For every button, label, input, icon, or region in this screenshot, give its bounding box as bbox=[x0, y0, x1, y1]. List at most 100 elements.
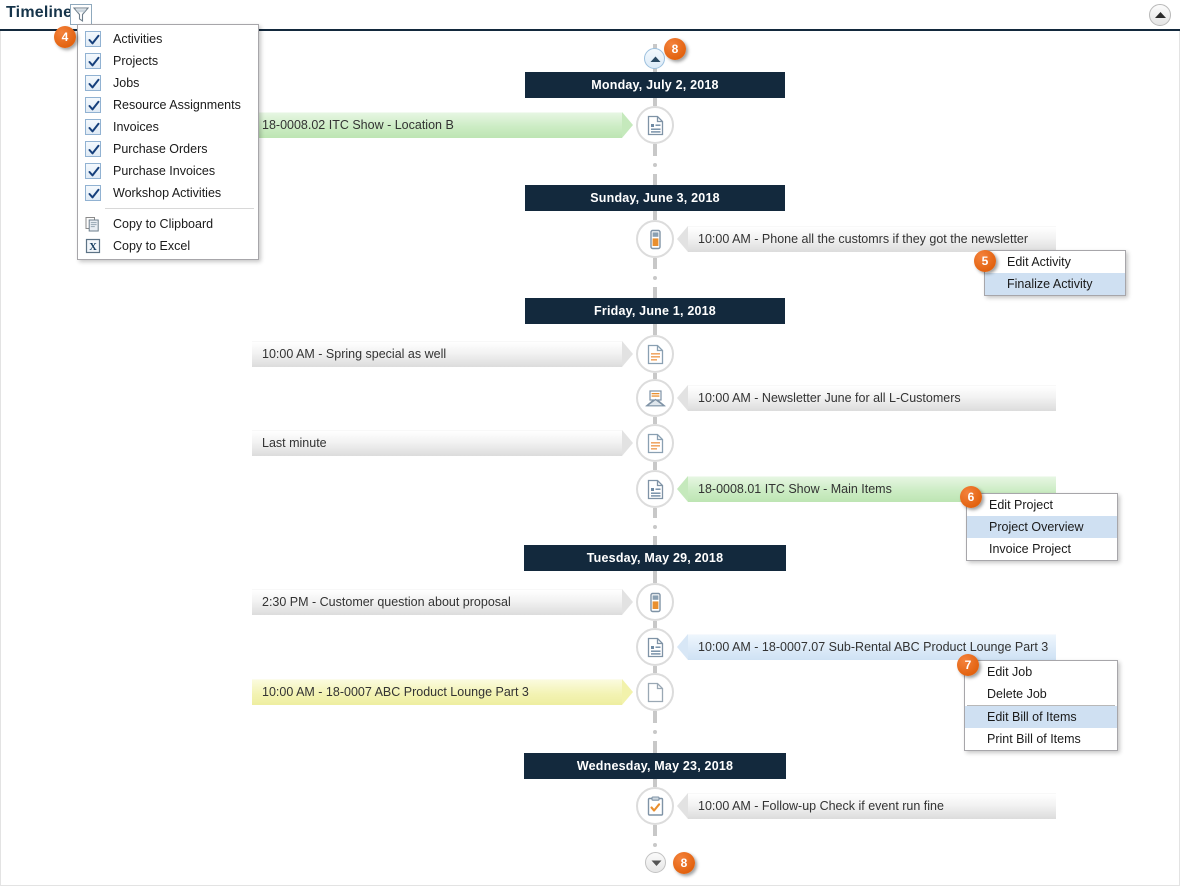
event-label: 10:00 AM - 18-0007.07 Sub-Rental ABC Pro… bbox=[698, 640, 1049, 654]
checkbox[interactable] bbox=[85, 97, 101, 113]
project-document-icon bbox=[646, 479, 665, 500]
timeline-event-bar[interactable]: 2:30 PM - Customer question about propos… bbox=[252, 589, 633, 615]
scroll-up-button[interactable] bbox=[644, 48, 665, 69]
bar-arrow-tip bbox=[622, 430, 633, 456]
menu-item-edit-bill-of-items[interactable]: Edit Bill of Items bbox=[965, 706, 1117, 728]
spine-segment bbox=[653, 373, 657, 379]
marker-badge-6: 6 bbox=[960, 486, 982, 508]
timeline-node[interactable] bbox=[636, 424, 674, 462]
marker-badge-7: 7 bbox=[957, 654, 979, 676]
spine-segment bbox=[653, 211, 657, 220]
bar-background bbox=[688, 476, 1056, 502]
timeline-node[interactable] bbox=[636, 106, 674, 144]
checkbox[interactable] bbox=[85, 141, 101, 157]
bar-arrow-tip bbox=[677, 226, 688, 252]
event-label: 10:00 AM - Newsletter June for all L-Cus… bbox=[698, 391, 961, 405]
bar-background bbox=[252, 679, 622, 705]
bar-background bbox=[252, 112, 622, 138]
filter-item-purchase-invoices[interactable]: Purchase Invoices bbox=[78, 160, 258, 182]
event-label: 2:30 PM - Customer question about propos… bbox=[262, 595, 511, 609]
copy-pages-icon bbox=[85, 216, 101, 232]
filter-item-projects[interactable]: Projects bbox=[78, 50, 258, 72]
page-title: Timeline bbox=[6, 4, 73, 21]
marker-badge-4: 4 bbox=[54, 26, 76, 48]
event-label: 18-0008.01 ITC Show - Main Items bbox=[698, 482, 892, 496]
checkbox[interactable] bbox=[85, 31, 101, 47]
phone-activity-icon bbox=[648, 229, 663, 250]
timeline-event-bar[interactable]: 10:00 AM - Phone all the customrs if the… bbox=[677, 226, 1056, 252]
timeline-node[interactable] bbox=[636, 379, 674, 417]
timeline-node[interactable] bbox=[636, 220, 674, 258]
bar-background bbox=[252, 430, 622, 456]
menu-item-finalize-activity[interactable]: Finalize Activity bbox=[985, 273, 1125, 295]
date-header: Monday, July 2, 2018 bbox=[525, 72, 785, 98]
filter-item-jobs[interactable]: Jobs bbox=[78, 72, 258, 94]
marker-badge-8-top: 8 bbox=[664, 38, 686, 60]
funnel-filter-icon[interactable] bbox=[70, 4, 92, 25]
menu-item-print-bill-of-items[interactable]: Print Bill of Items bbox=[987, 732, 1081, 746]
menu-item-edit-job[interactable]: Edit Job bbox=[987, 665, 1033, 679]
checkbox[interactable] bbox=[85, 75, 101, 91]
spine-segment bbox=[653, 324, 657, 335]
spine-dot bbox=[653, 730, 657, 734]
checkbox[interactable] bbox=[85, 185, 101, 201]
timeline-node[interactable] bbox=[636, 583, 674, 621]
header-divider bbox=[0, 29, 1180, 31]
panel-left-border bbox=[0, 31, 1, 886]
spine-dot bbox=[653, 162, 657, 167]
document-orange-icon bbox=[646, 344, 665, 365]
filter-item-purchase-orders[interactable]: Purchase Orders bbox=[78, 138, 258, 160]
menu-item-project-overview[interactable]: Project Overview bbox=[967, 516, 1117, 538]
timeline-event-bar[interactable]: 10:00 AM - Newsletter June for all L-Cus… bbox=[677, 385, 1056, 411]
timeline-event-bar[interactable]: 18-0008.02 ITC Show - Location B bbox=[252, 112, 633, 138]
spine-segment bbox=[653, 779, 657, 787]
filter-item-resource-assignments[interactable]: Resource Assignments bbox=[78, 94, 258, 116]
bar-background bbox=[252, 341, 622, 367]
filter-item-label: Activities bbox=[113, 32, 163, 46]
timeline-event-bar[interactable]: 10:00 AM - Spring special as well bbox=[252, 341, 633, 367]
timeline-node[interactable] bbox=[636, 335, 674, 373]
filter-action-label: Copy to Excel bbox=[113, 239, 191, 253]
timeline-event-bar[interactable]: 10:00 AM - 18-0007 ABC Product Lounge Pa… bbox=[252, 679, 633, 705]
collapse-panel-button[interactable] bbox=[1149, 4, 1171, 26]
filter-item-label: Jobs bbox=[113, 76, 140, 90]
timeline-event-bar[interactable]: Last minute bbox=[252, 430, 633, 456]
menu-item-edit-activity[interactable]: Edit Activity bbox=[1007, 255, 1071, 269]
spine-segment bbox=[653, 535, 657, 545]
menu-item-edit-project[interactable]: Edit Project bbox=[989, 498, 1053, 512]
bar-arrow-tip bbox=[622, 341, 633, 367]
spine-segment bbox=[653, 666, 657, 673]
timeline-node[interactable] bbox=[636, 628, 674, 666]
timeline-event-bar[interactable]: 18-0008.01 ITC Show - Main Items bbox=[677, 476, 1056, 502]
checkbox[interactable] bbox=[85, 163, 101, 179]
menu-item-delete-job[interactable]: Delete Job bbox=[987, 687, 1047, 701]
timeline-event-bar[interactable]: 10:00 AM - Follow-up Check if event run … bbox=[677, 793, 1056, 819]
svg-text:X: X bbox=[89, 242, 97, 253]
spine-segment bbox=[653, 711, 657, 723]
timeline-node[interactable] bbox=[636, 787, 674, 825]
event-label: 18-0008.02 ITC Show - Location B bbox=[262, 118, 454, 132]
marker-badge-8-bottom: 8 bbox=[673, 852, 695, 874]
excel-x-icon: X bbox=[85, 238, 101, 254]
filter-item-workshop-activities[interactable]: Workshop Activities bbox=[78, 182, 258, 204]
timeline-node[interactable] bbox=[636, 470, 674, 508]
checkbox[interactable] bbox=[85, 53, 101, 69]
menu-item-invoice-project[interactable]: Invoice Project bbox=[989, 542, 1071, 556]
timeline-event-bar[interactable]: 10:00 AM - 18-0007.07 Sub-Rental ABC Pro… bbox=[677, 634, 1056, 660]
spine-segment bbox=[653, 417, 657, 424]
timeline-node[interactable] bbox=[636, 673, 674, 711]
filter-item-activities[interactable]: Activities bbox=[78, 28, 258, 50]
filter-item-invoices[interactable]: Invoices bbox=[78, 116, 258, 138]
filter-action-copy-to-excel[interactable]: X Copy to Excel bbox=[78, 235, 258, 257]
date-header: Tuesday, May 29, 2018 bbox=[524, 545, 786, 571]
clipboard-check-icon bbox=[646, 795, 665, 817]
scroll-down-button[interactable] bbox=[645, 852, 666, 873]
checkbox[interactable] bbox=[85, 119, 101, 135]
filter-action-copy-to-clipboard[interactable]: Copy to Clipboard bbox=[78, 213, 258, 235]
filter-item-label: Resource Assignments bbox=[113, 98, 241, 112]
